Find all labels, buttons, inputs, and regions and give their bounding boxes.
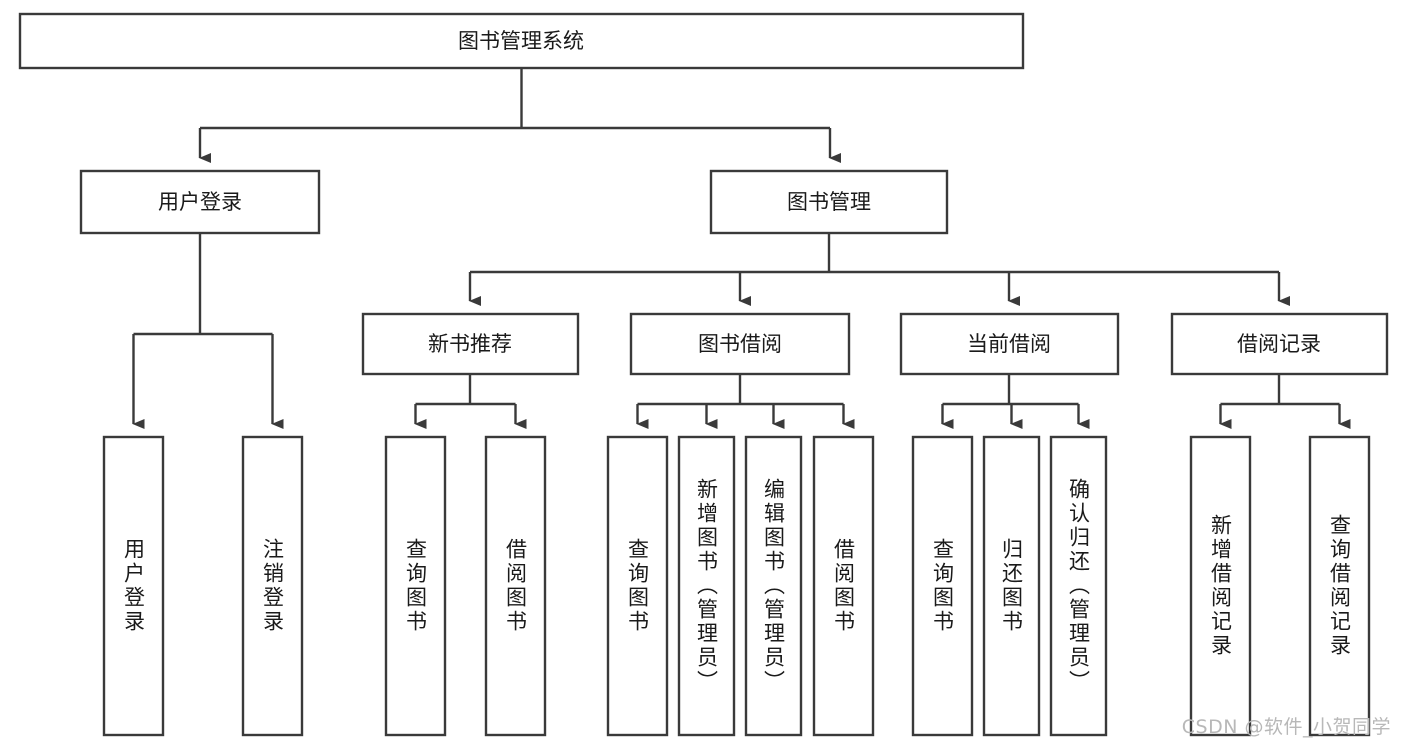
connectors-root-to-level2 <box>198 68 841 163</box>
node-new-book-rec[interactable]: 新书推荐 <box>361 312 580 376</box>
node-user-login-label: 用户登录 <box>158 190 242 214</box>
node-leaf-borrow-book-rec-box <box>484 435 547 737</box>
node-leaf-query-book-current-box <box>911 435 974 737</box>
connectors-book-borrow-children <box>636 374 855 429</box>
node-leaf-edit-book-box <box>744 435 803 737</box>
node-leaf-user-logout[interactable]: 注销登录 <box>241 435 304 737</box>
node-leaf-query-book-borrow[interactable]: 查询图书 <box>606 435 669 737</box>
node-leaf-confirm-return-box <box>1049 435 1108 737</box>
node-leaf-user-logout-box <box>241 435 304 737</box>
node-leaf-borrow-book-rec[interactable]: 借阅图书 <box>484 435 547 737</box>
node-leaf-edit-book[interactable]: 编辑图书（管理员） <box>744 435 803 737</box>
node-current-borrow[interactable]: 当前借阅 <box>899 312 1120 376</box>
node-leaf-add-record-box <box>1189 435 1252 737</box>
node-leaf-return-book-label: 归还图书 <box>1000 538 1024 634</box>
node-leaf-query-book-rec-label: 查询图书 <box>404 538 428 634</box>
connectors-user-login-children <box>132 233 284 429</box>
node-root-label: 图书管理系统 <box>458 29 584 53</box>
node-leaf-confirm-return[interactable]: 确认归还（管理员） <box>1049 435 1108 737</box>
connectors-book-manage-children <box>468 233 1290 306</box>
csdn-watermark: CSDN @软件_小贺同学 <box>1181 716 1391 738</box>
connectors-borrow-record-children <box>1219 374 1351 429</box>
node-leaf-query-book-current[interactable]: 查询图书 <box>911 435 974 737</box>
node-leaf-query-book-rec-box <box>384 435 447 737</box>
node-book-borrow-label: 图书借阅 <box>698 332 782 356</box>
node-leaf-user-login-box <box>102 435 165 737</box>
node-leaf-query-record-label: 查询借阅记录 <box>1328 514 1352 658</box>
node-leaf-query-record-box <box>1308 435 1371 737</box>
node-root[interactable]: 图书管理系统 <box>18 12 1025 70</box>
node-borrow-record-box <box>1170 312 1389 376</box>
node-leaf-query-book-borrow-label: 查询图书 <box>626 538 650 634</box>
node-book-borrow[interactable]: 图书借阅 <box>629 312 851 376</box>
node-leaf-borrow-book-rec-label: 借阅图书 <box>504 538 528 634</box>
node-leaf-query-record[interactable]: 查询借阅记录 <box>1308 435 1371 737</box>
node-new-book-rec-box <box>361 312 580 376</box>
node-leaf-query-book-borrow-box <box>606 435 669 737</box>
node-leaf-borrow-book-label: 借阅图书 <box>832 538 856 634</box>
node-user-login[interactable]: 用户登录 <box>79 169 321 235</box>
node-leaf-query-book-current-label: 查询图书 <box>931 538 955 634</box>
node-leaf-return-book-box <box>982 435 1041 737</box>
node-current-borrow-label: 当前借阅 <box>967 332 1051 356</box>
node-leaf-add-book-box <box>677 435 736 737</box>
node-leaf-borrow-book[interactable]: 借阅图书 <box>812 435 875 737</box>
node-leaf-add-record-label: 新增借阅记录 <box>1209 514 1233 658</box>
node-leaf-user-login-label: 用户登录 <box>122 538 146 634</box>
node-book-manage-label: 图书管理 <box>787 190 871 214</box>
node-book-manage-box <box>709 169 949 235</box>
connectors-new-book-rec-children <box>414 374 527 429</box>
node-borrow-record-label: 借阅记录 <box>1237 332 1321 356</box>
node-borrow-record[interactable]: 借阅记录 <box>1170 312 1389 376</box>
node-book-borrow-box <box>629 312 851 376</box>
node-leaf-add-record[interactable]: 新增借阅记录 <box>1189 435 1252 737</box>
node-leaf-return-book[interactable]: 归还图书 <box>982 435 1041 737</box>
node-leaf-confirm-return-label: 确认归还（管理员） <box>1067 478 1091 694</box>
node-root-box <box>18 12 1025 70</box>
node-leaf-query-book-rec[interactable]: 查询图书 <box>384 435 447 737</box>
node-leaf-user-login[interactable]: 用户登录 <box>102 435 165 737</box>
node-leaf-edit-book-label: 编辑图书（管理员） <box>762 478 786 694</box>
node-new-book-rec-label: 新书推荐 <box>428 332 512 356</box>
node-leaf-user-logout-label: 注销登录 <box>261 538 285 634</box>
node-leaf-add-book[interactable]: 新增图书（管理员） <box>677 435 736 737</box>
node-current-borrow-box <box>899 312 1120 376</box>
node-user-login-box <box>79 169 321 235</box>
node-book-manage[interactable]: 图书管理 <box>709 169 949 235</box>
node-leaf-borrow-book-box <box>812 435 875 737</box>
connectors-current-borrow-children <box>941 374 1090 429</box>
node-leaf-add-book-label: 新增图书（管理员） <box>695 478 719 694</box>
